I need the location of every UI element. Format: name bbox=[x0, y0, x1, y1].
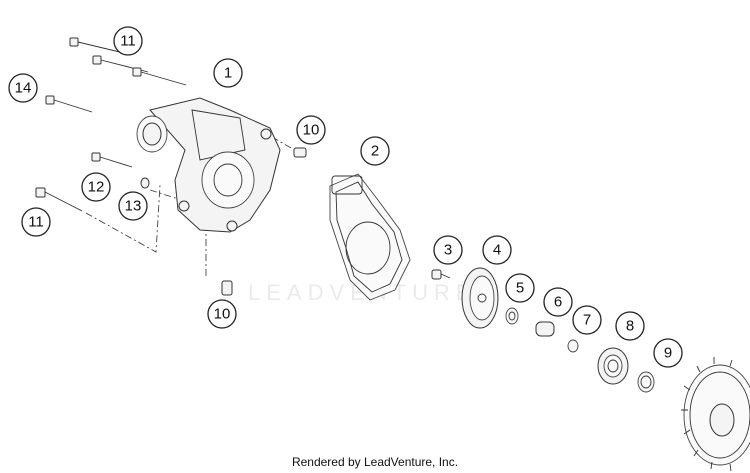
callout-7: 7 bbox=[572, 305, 602, 335]
callout-11-lower: 11 bbox=[21, 207, 51, 237]
callout-1: 1 bbox=[213, 58, 243, 88]
callout-4: 4 bbox=[482, 235, 512, 265]
callout-2: 2 bbox=[360, 136, 390, 166]
svg-text:11: 11 bbox=[120, 33, 136, 50]
footer-credit: Rendered by LeadVenture, Inc. bbox=[291, 455, 459, 469]
impeller-screw[interactable] bbox=[431, 269, 451, 280]
sleeve-6[interactable] bbox=[535, 321, 555, 337]
svg-text:3: 3 bbox=[444, 242, 452, 259]
svg-text:11: 11 bbox=[28, 214, 44, 231]
bolt-11-lower[interactable] bbox=[35, 187, 83, 212]
ring-7[interactable] bbox=[567, 339, 579, 353]
svg-text:5: 5 bbox=[516, 280, 524, 297]
callout-13: 13 bbox=[118, 191, 148, 221]
svg-text:8: 8 bbox=[626, 318, 634, 335]
washer-5[interactable] bbox=[505, 307, 519, 325]
bearing-8[interactable] bbox=[597, 347, 629, 385]
washer-13[interactable] bbox=[140, 177, 150, 189]
svg-text:14: 14 bbox=[15, 80, 32, 97]
impeller[interactable] bbox=[461, 267, 499, 329]
dowel-pin-10-upper[interactable] bbox=[293, 147, 307, 158]
callout-10-lower: 10 bbox=[207, 299, 237, 329]
svg-text:7: 7 bbox=[583, 312, 591, 329]
svg-text:10: 10 bbox=[214, 306, 231, 323]
svg-text:10: 10 bbox=[303, 122, 320, 139]
svg-text:4: 4 bbox=[493, 242, 501, 259]
svg-text:6: 6 bbox=[554, 294, 562, 311]
callout-6: 6 bbox=[543, 287, 573, 317]
water-pump-cover[interactable] bbox=[136, 97, 281, 233]
alignment-line-a bbox=[85, 184, 161, 253]
gasket[interactable] bbox=[329, 173, 411, 301]
callout-11-top: 11 bbox=[113, 26, 143, 56]
drive-gear[interactable] bbox=[681, 357, 750, 472]
svg-text:12: 12 bbox=[88, 179, 105, 196]
circlip-9[interactable] bbox=[637, 371, 655, 393]
callout-12: 12 bbox=[81, 172, 111, 202]
svg-text:9: 9 bbox=[664, 345, 672, 362]
bolt-11-upper-c[interactable] bbox=[132, 67, 187, 86]
svg-text:1: 1 bbox=[224, 65, 232, 82]
bolt-12[interactable] bbox=[91, 152, 133, 168]
bolt-14[interactable] bbox=[45, 95, 93, 113]
callout-5: 5 bbox=[505, 273, 535, 303]
callout-10-upper: 10 bbox=[296, 115, 326, 145]
callout-8: 8 bbox=[615, 311, 645, 341]
callout-9: 9 bbox=[653, 338, 683, 368]
svg-text:13: 13 bbox=[125, 198, 142, 215]
dowel-pin-10-lower[interactable] bbox=[221, 280, 233, 296]
svg-text:2: 2 bbox=[371, 143, 379, 160]
callout-14: 14 bbox=[8, 73, 38, 103]
callout-3: 3 bbox=[433, 235, 463, 265]
